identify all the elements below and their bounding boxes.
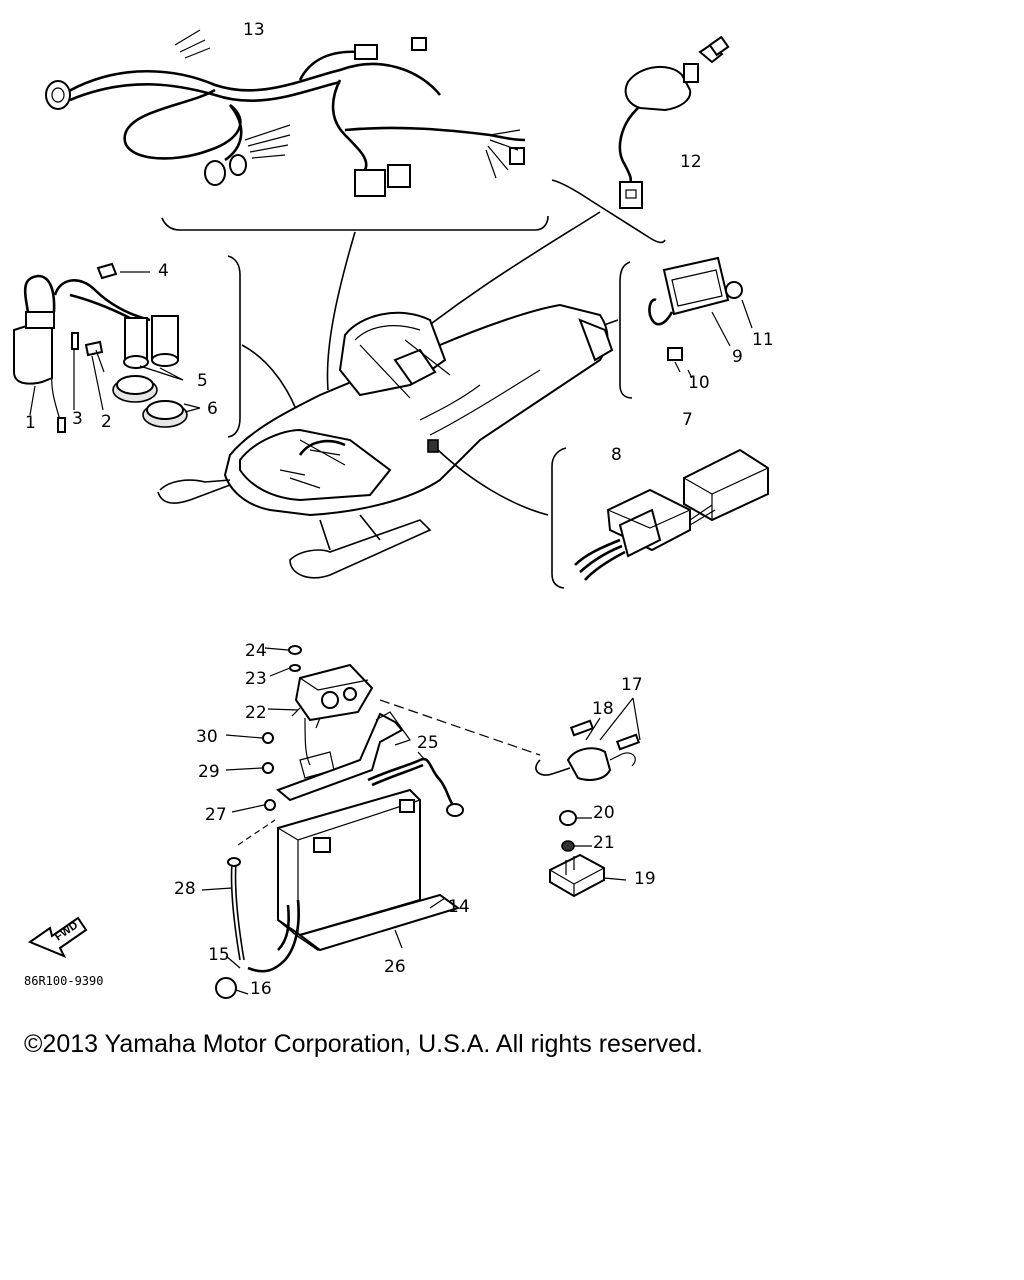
regulator-bracket <box>619 261 633 399</box>
fwd-arrow-icon: FWD <box>27 916 88 958</box>
battery-bracket <box>225 711 411 813</box>
callout-26: 26 <box>384 957 406 977</box>
fuse-holder <box>379 697 641 781</box>
callout-2: 2 <box>101 412 112 432</box>
harness-bracket <box>161 215 549 231</box>
wire-harness <box>45 29 526 197</box>
callout-29: 29 <box>198 762 220 782</box>
callout-15: 15 <box>208 945 230 965</box>
callout-4: 4 <box>158 261 169 281</box>
battery-cables <box>201 751 464 999</box>
relay-assembly <box>574 448 769 581</box>
relay-bracket <box>551 447 567 589</box>
callout-22: 22 <box>245 703 267 723</box>
switch-bracket <box>551 179 666 244</box>
diagram-reference-code: 86R100-9390 <box>24 974 104 988</box>
coil-bracket <box>227 255 241 438</box>
callout-6: 6 <box>207 399 218 419</box>
voltage-regulator <box>648 256 753 379</box>
callout-16: 16 <box>250 979 272 999</box>
callout-25: 25 <box>417 733 439 753</box>
main-switch <box>618 35 730 209</box>
callout-9: 9 <box>732 347 743 367</box>
callout-5: 5 <box>197 371 208 391</box>
battery <box>277 788 461 952</box>
callout-19: 19 <box>634 869 656 889</box>
starter-solenoid <box>264 645 374 766</box>
callout-7: 7 <box>682 410 693 430</box>
callout-18: 18 <box>592 699 614 719</box>
snowmobile-body <box>157 303 614 579</box>
callout-28: 28 <box>174 879 196 899</box>
fuse-block <box>549 810 627 898</box>
callout-8: 8 <box>611 445 622 465</box>
callout-30: 30 <box>196 727 218 747</box>
leader-engine <box>437 449 549 516</box>
parts-diagram: FWD 123456789101112131415161718192021222… <box>13 20 774 999</box>
callout-3: 3 <box>72 409 83 429</box>
callout-10: 10 <box>688 373 710 393</box>
callout-20: 20 <box>593 803 615 823</box>
callout-11: 11 <box>752 330 774 350</box>
callout-21: 21 <box>593 833 615 853</box>
copyright-notice: ©2013 Yamaha Motor Corporation, U.S.A. A… <box>24 1030 703 1058</box>
callout-17: 17 <box>621 675 643 695</box>
callout-13: 13 <box>243 20 265 40</box>
callout-27: 27 <box>205 805 227 825</box>
callout-1: 1 <box>25 413 36 433</box>
callout-14: 14 <box>448 897 470 917</box>
callout-24: 24 <box>245 641 267 661</box>
callout-23: 23 <box>245 669 267 689</box>
leader-harness <box>326 231 356 391</box>
callout-12: 12 <box>680 152 702 172</box>
ignition-coil <box>13 262 201 433</box>
